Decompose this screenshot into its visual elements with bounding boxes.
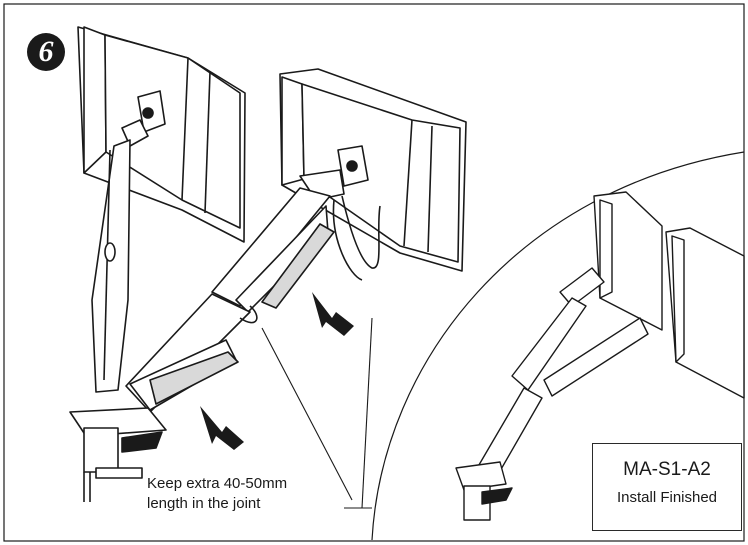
model-status-box: MA-S1-A2 Install Finished	[592, 443, 742, 531]
step-number-badge: 6	[27, 33, 65, 71]
push-arrow-upper	[312, 292, 354, 336]
install-status: Install Finished	[616, 489, 718, 506]
left-monitor	[77, 26, 246, 243]
right-arm	[125, 169, 381, 413]
clamp-base	[69, 407, 167, 502]
left-arm	[91, 119, 149, 393]
cable-slack-note: Keep extra 40-50mm length in the joint	[147, 474, 287, 514]
finished-view	[371, 151, 745, 541]
right-monitor	[279, 68, 467, 272]
model-name: MA-S1-A2	[623, 459, 711, 480]
note-line-2: length in the joint	[147, 495, 261, 512]
leader-lines	[261, 317, 373, 509]
note-line-1: Keep extra 40-50mm	[147, 475, 288, 492]
push-arrow-lower	[200, 406, 244, 450]
